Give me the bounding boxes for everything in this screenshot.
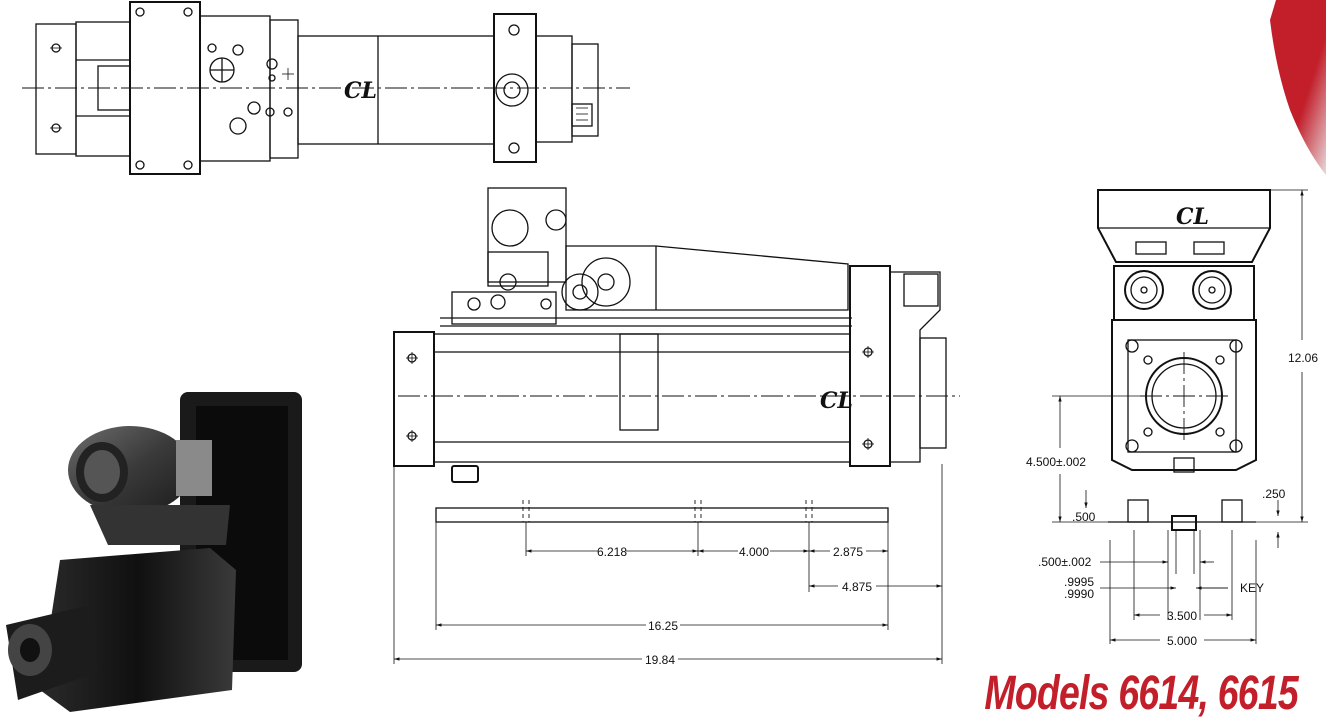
dim-6218: 6.218 (597, 545, 627, 559)
models-title: Models 6614, 6615 (984, 667, 1299, 720)
dim-2875: 2.875 (833, 545, 863, 559)
centerline-label-top: CL (344, 78, 377, 104)
end-view: CL 12.06 4.500±.002 .500 (1026, 189, 1318, 648)
dim-4000: 4.000 (739, 545, 769, 559)
red-corner-accent (1270, 0, 1326, 175)
side-view: CL 6.218 4.000 (393, 187, 960, 667)
dim-spacing-outer: 5.000 (1167, 634, 1197, 648)
label-key: KEY (1240, 581, 1264, 595)
top-view: CL (22, 1, 630, 175)
dim-slot-width: .500±.002 (1038, 555, 1092, 569)
dim-1984: 19.84 (645, 653, 675, 667)
dim-bore-upper: .9995 (1064, 575, 1094, 589)
centerline-label-side: CL (820, 388, 853, 414)
dim-center-height: 4.500±.002 (1026, 455, 1086, 469)
dim-bore-lower: .9990 (1064, 587, 1094, 601)
dim-base: .500 (1072, 510, 1096, 524)
dim-key-offset: .250 (1262, 487, 1286, 501)
dim-1625: 16.25 (648, 619, 678, 633)
dim-4875: 4.875 (842, 580, 872, 594)
dim-height: 12.06 (1288, 351, 1318, 365)
product-photo (6, 392, 302, 712)
dim-spacing-inner: 3.500 (1167, 609, 1197, 623)
centerline-label-end: CL (1176, 204, 1209, 230)
